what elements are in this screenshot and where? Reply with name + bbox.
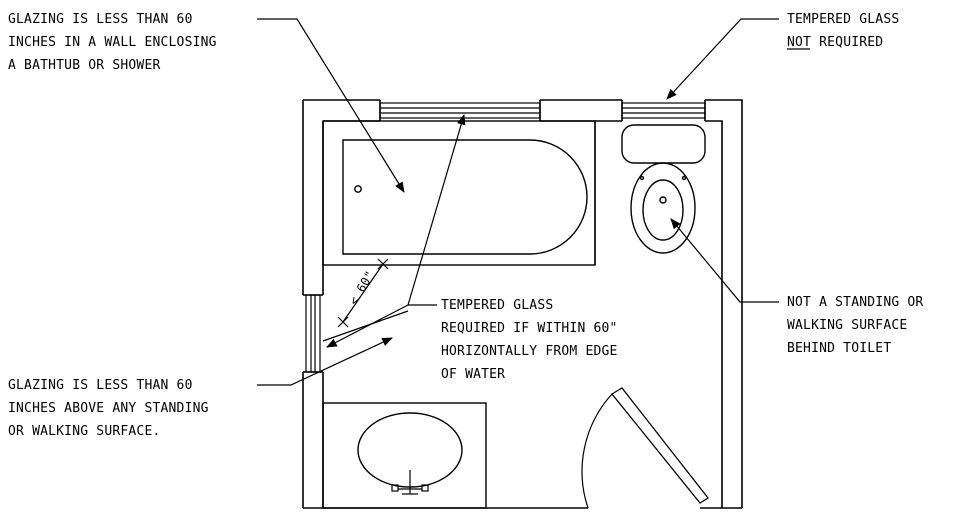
tub-enclosure [322,120,596,266]
leader-tub-wall [257,18,405,193]
side-window [305,294,321,373]
door [581,387,709,509]
note-standing-surface-line-1: GLAZING IS LESS THAN 60 [8,378,193,393]
dimension-group [322,258,409,342]
dimension-label: < 60" [346,268,377,307]
dimension-tick-bottom [337,316,349,328]
note-tempered-required-line-2: REQUIRED IF WITHIN 60" [441,321,618,336]
door-leaf [611,387,709,504]
toilet [621,124,706,254]
note-toilet-line-2: WALKING SURFACE [787,318,907,333]
dimension-tick-top [377,258,389,270]
note-tempered-required-line-1: TEMPERED GLASS [441,298,553,313]
note-standing-surface: GLAZING IS LESS THAN 60 INCHES ABOVE ANY… [8,378,209,439]
faucet [391,470,429,495]
tub-drain [354,185,362,193]
note-not-required-emphasis: NOT [787,35,811,50]
tub-window [379,102,541,119]
note-tub-wall-line-2: INCHES IN A WALL ENCLOSING [8,35,217,50]
note-standing-surface-line-3: OR WALKING SURFACE. [8,424,161,439]
note-toilet: NOT A STANDING OR WALKING SURFACE BEHIND… [787,295,923,356]
note-tempered-required-line-3: HORIZONTALLY FROM EDGE [441,344,618,359]
top-wall-right-inner [705,120,723,508]
glass-enclosure-line [322,310,409,342]
leader-toilet [670,218,779,303]
note-not-required-rest: REQUIRED [811,35,883,50]
leaders [257,18,779,386]
tub-basin [342,139,588,255]
leader-standing-surface [257,337,393,386]
note-not-required: TEMPERED GLASS NOT REQUIRED [787,12,899,50]
note-tub-wall: GLAZING IS LESS THAN 60 INCHES IN A WALL… [8,12,217,73]
toilet-outlet [659,196,667,204]
toilet-bowl-inner [642,179,684,241]
note-tempered-required: TEMPERED GLASS REQUIRED IF WITHIN 60" HO… [441,298,618,382]
leader-not-required [666,18,779,100]
note-toilet-line-3: BEHIND TOILET [787,341,891,356]
toilet-window [621,102,706,119]
note-standing-surface-line-2: INCHES ABOVE ANY STANDING [8,401,209,416]
dimension-line [342,263,384,323]
note-not-required-line-2: NOT REQUIRED [787,35,883,50]
toilet-bolt-right [681,175,687,181]
toilet-tank [621,124,706,164]
note-tub-wall-line-1: GLAZING IS LESS THAN 60 [8,12,193,27]
note-tub-wall-line-3: A BATHTUB OR SHOWER [8,58,161,73]
top-wall-right-outer [705,99,743,508]
note-toilet-line-1: NOT A STANDING OR [787,295,923,310]
note-not-required-line-1: TEMPERED GLASS [787,12,899,27]
leader-tempered-to-window [407,113,466,306]
vanity [322,402,487,509]
leader-tempered-to-wall [326,304,409,348]
toilet-bowl-outer [630,162,696,254]
vanity-counter [322,402,487,509]
toilet-bolt-left [639,175,645,181]
note-tempered-required-line-4: OF WATER [441,367,505,382]
bathtub [322,120,596,266]
door-swing-arc [581,393,613,509]
